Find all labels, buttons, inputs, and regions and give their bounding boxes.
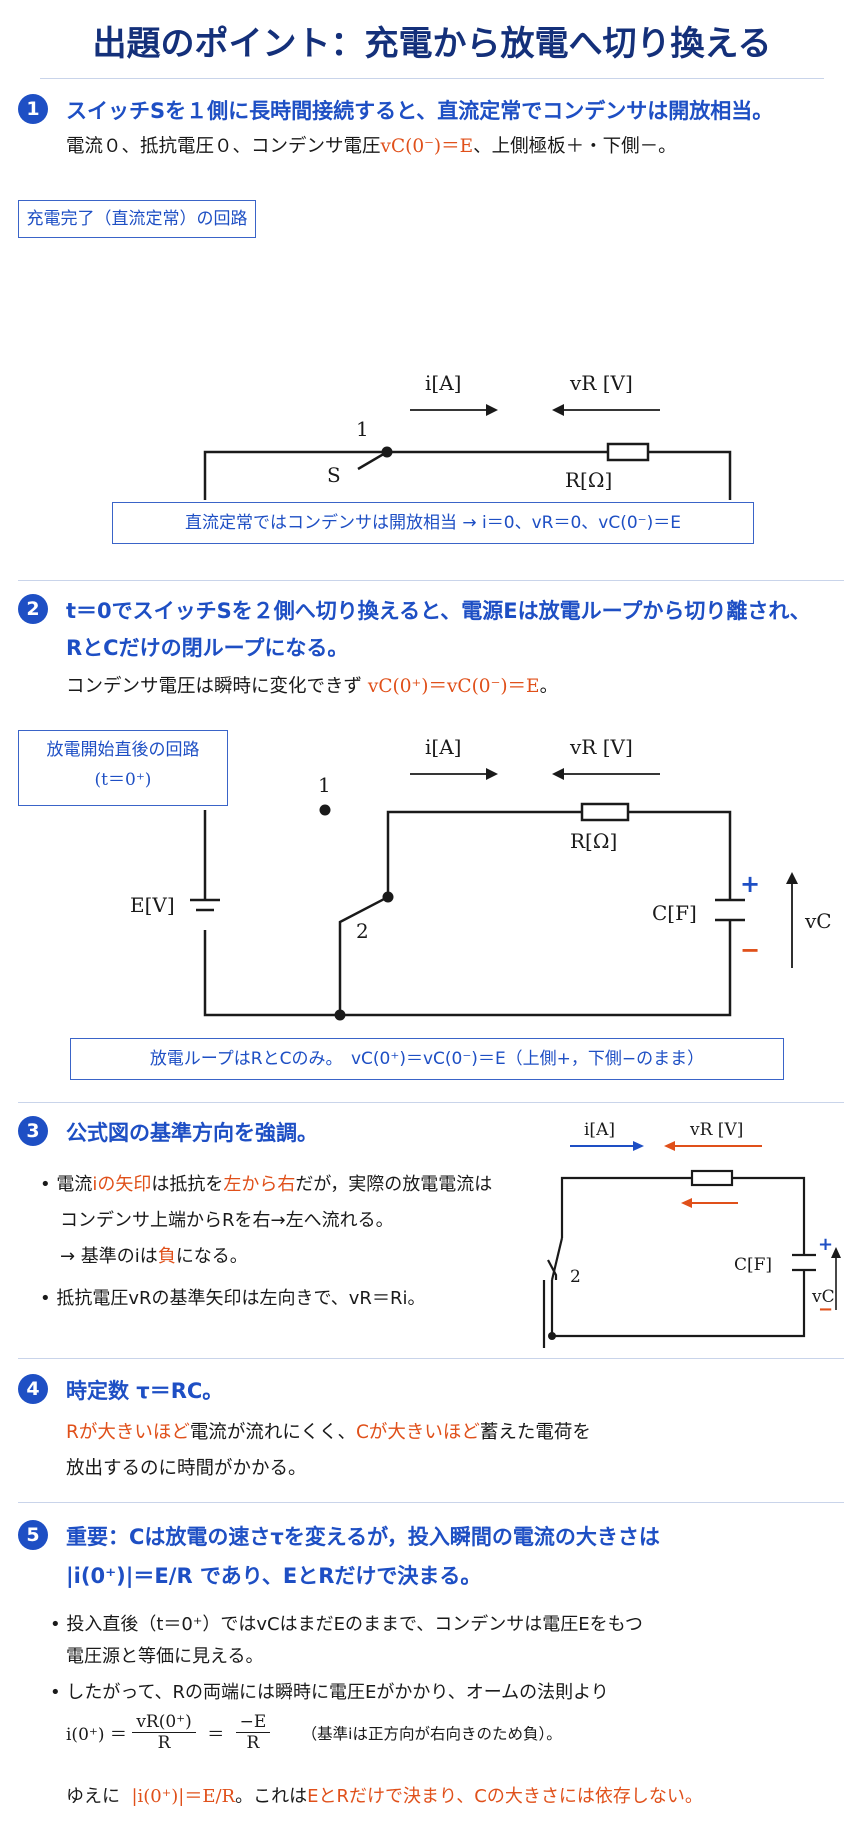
section-divider <box>18 1502 844 1503</box>
section-4-line-2: 放出するのに時間がかかる。 <box>66 1458 307 1479</box>
section-1-heading: スイッチSを１側に長時間接続すると、直流定常でコンデンサは開放相当。 <box>66 99 774 123</box>
section-3-number: 3 <box>18 1116 48 1146</box>
title-divider <box>40 78 824 79</box>
section-3-heading: 公式図の基準方向を強調。 <box>66 1121 318 1145</box>
section-1-number: 1 <box>18 94 48 124</box>
section-3-bullet-1-line-2: コンデンサ上端からRを右→左へ流れる。 <box>60 1210 394 1231</box>
section-5-number: 5 <box>18 1520 48 1550</box>
section-5-heading-2: |i(0⁺)|＝E/R であり、EとRだけで決まる。 <box>66 1564 482 1588</box>
terminal-2-label: 2 <box>356 919 369 943</box>
capacitor-voltage-label: vC <box>804 909 832 933</box>
section-divider <box>18 580 844 581</box>
section-5-conclusion: ゆえに |i(0⁺)|＝E/R。これはEとRだけで決まり、Cの大きさには依存しな… <box>66 1786 703 1807</box>
ref-capacitor-voltage-label: vC <box>811 1287 835 1307</box>
section-1-note: 直流定常ではコンデンサは開放相当 → i＝0、vR＝0、vC(0⁻)＝E <box>112 502 754 544</box>
section-divider <box>18 1358 844 1359</box>
section-2-number: 2 <box>18 594 48 624</box>
section-2-text: コンデンサ電圧は瞬時に変化できず vC(0⁺)＝vC(0⁻)＝E。 <box>66 676 559 697</box>
section-3-bullet-1: • 電流iの矢印は抵抗を左から右だが，実際の放電電流は <box>40 1174 493 1195</box>
reference-direction-diagram: i[A] vR [V] C[F] vC 2 + − <box>542 1120 841 1348</box>
ref-terminal-2-label: 2 <box>570 1267 581 1287</box>
fraction-1: vR(0⁺)R <box>132 1712 196 1753</box>
ref-capacitor-label: C[F] <box>734 1255 772 1275</box>
section-5-bullet-1: • 投入直後（t＝0⁺）ではvCはまだEのままで、コンデンサは電圧Eをもつ <box>50 1614 643 1635</box>
ref-plus-sign: + <box>818 1234 833 1255</box>
section-3-bullet-1-line-3: → 基準のiは負になる。 <box>60 1246 248 1267</box>
section-5-heading-1: 重要：Cは放電の速さτを変えるが，投入瞬間の電流の大きさは <box>66 1525 660 1549</box>
charging-circuit-diagram: i[A] vR [V] R[Ω] E[V] C[F] vC S 1 2 + − <box>203 371 732 500</box>
section-2-note: 放電ループはRとCのみ。 vC(0⁺)＝vC(0⁻)＝E（上側+，下側−のまま） <box>70 1038 784 1080</box>
switch-label: S <box>327 463 341 487</box>
section-1-text: 電流０、抵抗電圧０、コンデンサ電圧vC(0⁻)＝E、上側極板＋・下側－。 <box>66 136 677 157</box>
section-4-heading: 時定数 τ＝RC。 <box>66 1379 224 1403</box>
plus-sign: + <box>740 870 760 898</box>
section-4-number: 4 <box>18 1374 48 1404</box>
section-4-line-1: Rが大きいほど電流が流れにくく、Cが大きいほど蓄えた電荷を <box>66 1422 591 1443</box>
discharging-circuit-diagram: i[A] vR [V] R[Ω] E[V] C[F] vC 1 2 + − <box>130 735 832 1021</box>
page-title: 出題のポイント：充電から放電へ切り換える <box>92 24 772 64</box>
section-2-heading-2: RとCだけの閉ループになる。 <box>66 636 349 660</box>
section-2-heading-1: t＝0でスイッチSを２側へ切り換えると、電源Eは放電ループから切り離され、 <box>66 599 811 623</box>
current-label: i[A] <box>425 371 461 395</box>
current-label: i[A] <box>425 735 461 759</box>
terminal-1-label: 1 <box>356 417 369 441</box>
section-divider <box>18 1102 844 1103</box>
ref-resistor-voltage-label: vR [V] <box>689 1120 743 1140</box>
circuit-1-label: 充電完了（直流定常）の回路 <box>18 200 256 238</box>
resistor-label: R[Ω] <box>565 468 612 492</box>
ref-current-label: i[A] <box>584 1120 615 1140</box>
resistor-voltage-label: vR [V] <box>569 371 633 395</box>
source-label: E[V] <box>130 893 175 917</box>
section-3-bullet-2: • 抵抗電圧vRの基準矢印は左向きで、vR＝Ri。 <box>40 1288 426 1309</box>
circuit-2-label: 放電開始直後の回路 (t＝0⁺) <box>18 730 228 806</box>
minus-sign: − <box>740 936 760 964</box>
resistor-label: R[Ω] <box>570 829 617 853</box>
terminal-1-label: 1 <box>318 773 331 797</box>
resistor-voltage-label: vR [V] <box>569 735 633 759</box>
ref-minus-sign: − <box>818 1299 833 1320</box>
section-5-bullet-1-line-2: 電圧源と等価に見える。 <box>66 1646 264 1667</box>
capacitor-label: C[F] <box>652 901 697 925</box>
section-5-bullet-2: • したがって、Rの両端には瞬時に電圧Eがかかり、オームの法則より <box>50 1682 609 1703</box>
